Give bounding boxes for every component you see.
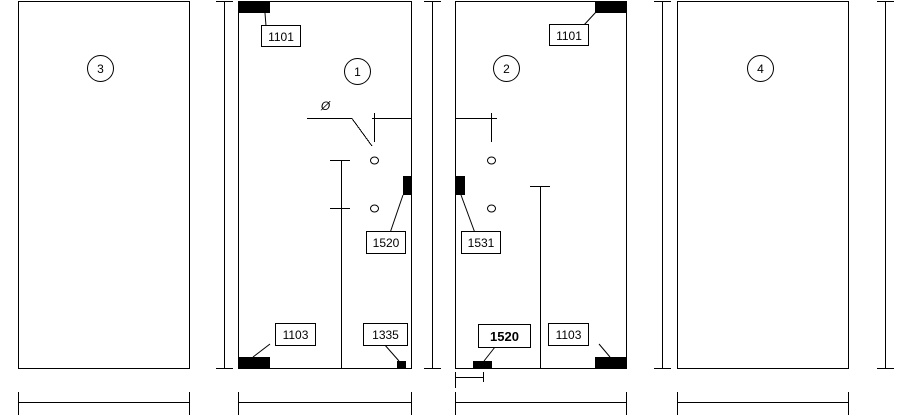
hole xyxy=(487,204,496,213)
label-box-hinge-bottom-left xyxy=(275,323,316,346)
label-handle-right: 1531 xyxy=(468,236,495,250)
hinge-top-left-block xyxy=(239,2,270,13)
panel-4-circle xyxy=(747,55,774,82)
leader-lines xyxy=(252,11,611,362)
hardware-blocks xyxy=(239,2,626,368)
label-box-handle-left xyxy=(366,231,406,254)
panel-3-number: 3 xyxy=(97,62,104,76)
vertical-dimension-lines xyxy=(216,1,894,369)
diameter-symbol: Ø xyxy=(320,99,331,113)
panel-1-outline xyxy=(238,1,412,369)
label-box-hinge-bottom-right xyxy=(548,323,589,346)
label-box-hinge-top-right xyxy=(549,24,589,46)
label-box-handle-right xyxy=(461,231,501,254)
label-box-hinge-top-left xyxy=(261,25,301,47)
panel-2-outline xyxy=(455,1,627,369)
panel-3-outline xyxy=(18,1,190,369)
label-handle-bottom: 1520 xyxy=(490,329,519,344)
panel-number-markers: 3 1 2 4 xyxy=(87,55,774,85)
label-hinge-bottom-left: 1103 xyxy=(283,328,309,342)
stopper-block xyxy=(397,361,406,368)
label-hinge-top-right: 1101 xyxy=(556,29,582,43)
label-box-handle-bottom xyxy=(478,324,531,348)
label-hinge-bottom-right: 1103 xyxy=(556,328,582,342)
label-stopper: 1335 xyxy=(372,328,399,342)
offset-dimension-marker xyxy=(455,372,484,388)
label-box-stopper xyxy=(363,323,408,346)
hole xyxy=(487,156,496,165)
handle-right-block xyxy=(456,176,465,195)
horizontal-dimension-lines xyxy=(18,392,849,415)
handle-left-block xyxy=(403,176,412,195)
handle-bottom-block xyxy=(473,361,492,368)
panel-1-circle xyxy=(344,58,371,85)
panel-1-hole-lines xyxy=(307,113,412,368)
hinge-bottom-left-block xyxy=(239,357,270,368)
panel-2-circle xyxy=(493,55,520,82)
label-handle-left: 1520 xyxy=(373,236,400,250)
panel-2-hole-lines xyxy=(456,113,550,368)
hole xyxy=(370,204,379,213)
panel-2-number: 2 xyxy=(503,62,510,76)
label-hinge-top-left: 1101 xyxy=(268,30,294,44)
hinge-top-right-block xyxy=(595,2,626,13)
mounting-holes xyxy=(370,156,496,213)
panel-3-circle xyxy=(87,55,114,82)
panel-4-number: 4 xyxy=(757,62,764,76)
panel-4-outline xyxy=(677,1,849,369)
panel-1-number: 1 xyxy=(354,65,361,79)
hole xyxy=(370,156,379,165)
hinge-bottom-right-block xyxy=(595,357,626,368)
